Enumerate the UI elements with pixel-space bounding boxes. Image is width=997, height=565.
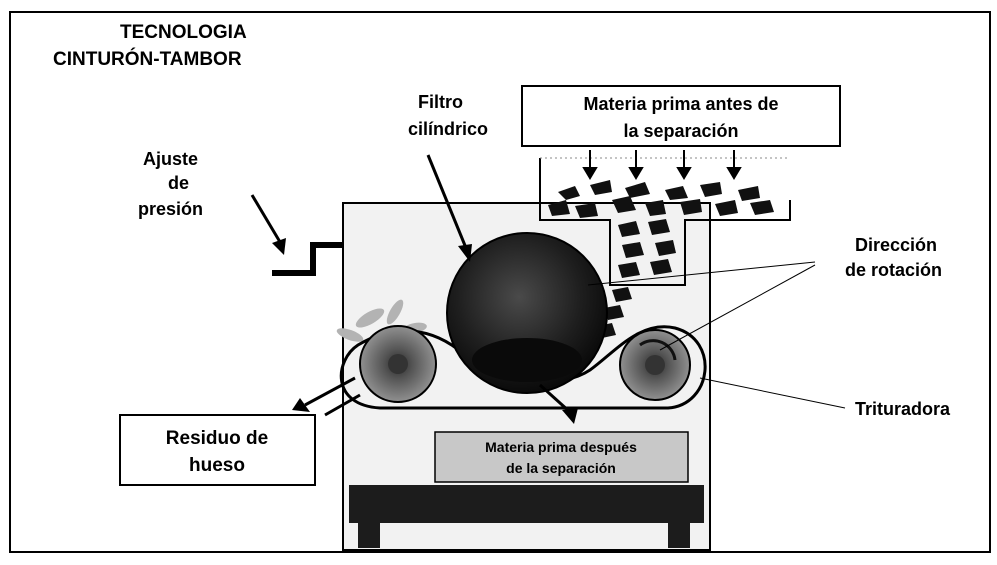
pressure-label-line-1: Ajuste [143,149,198,169]
machine-foot-right [668,523,690,548]
crusher-line [699,377,846,409]
crusher-label: Trituradora [855,399,951,419]
rotation-label-line-1: Dirección [855,235,937,255]
input-material-box [521,85,841,147]
machine-foot-left [358,523,380,548]
pressure-arrow [250,194,282,243]
bone-residue-line-2: hueso [189,455,245,476]
drum-label-line-1: Filtro [418,92,463,112]
output-material-line-1: Materia prima después [485,439,637,455]
outer-frame [9,11,991,553]
raw-material-chunks [548,180,774,338]
rotation-label-line-2: de rotación [845,260,942,280]
bone-residue-line-1: Residuo de [166,428,268,449]
bone-residue-arrow-2 [324,393,361,417]
rotation-line-upper [587,261,816,286]
rotation-line-lower [659,264,816,351]
input-arrows [582,150,742,180]
input-material-line-2: la separación [623,121,738,141]
drum-arrow [426,154,468,249]
hopper [539,158,791,286]
machine-base [349,485,704,523]
output-arrow [538,383,572,414]
title-line-2: CINTURÓN-TAMBOR [53,48,242,70]
output-material-box [434,431,689,483]
pressure-label-line-3: presión [138,199,203,219]
bone-residue-arrow [304,376,356,407]
drum-arrow-head [458,244,472,262]
right-roller-hub [645,355,665,375]
rotation-arc [639,339,677,361]
drum-material [472,338,582,382]
output-arrow-head [562,408,578,424]
pressure-arrow-head [272,238,286,255]
pressure-label-line-2: de [168,173,189,193]
output-material-line-2: de la separación [506,460,616,476]
drum-label-line-2: cilíndrico [408,119,488,139]
bone-residue-box [119,414,316,486]
pressure-lever [272,242,343,276]
left-roller-hub [388,354,408,374]
bone-residue-arrow-head [292,398,310,412]
title-line-1: TECNOLOGIA [120,22,247,43]
input-material-line-1: Materia prima antes de [583,94,778,114]
